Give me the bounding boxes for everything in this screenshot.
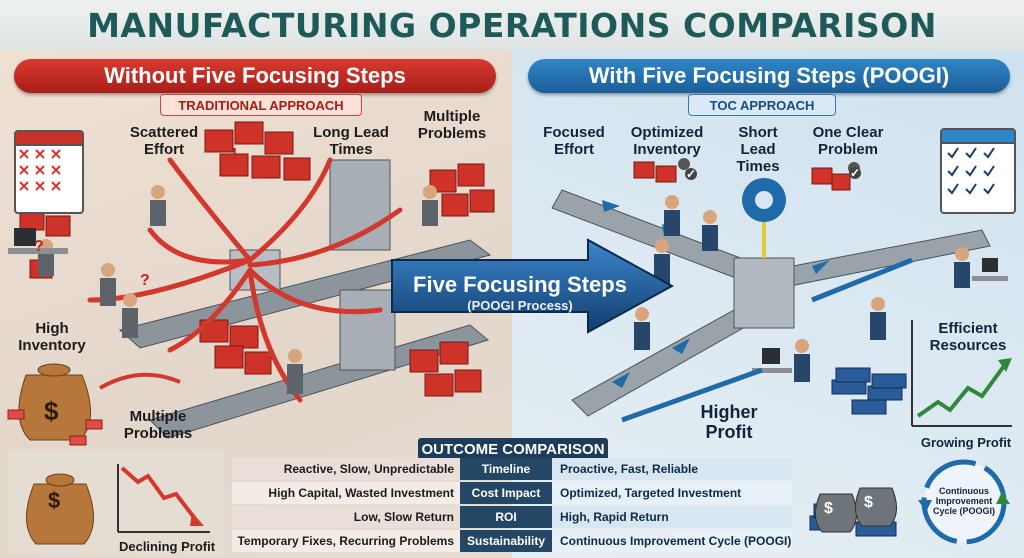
poogi-cycle-graphic [809, 459, 1010, 545]
table-row: Temporary Fixes, Recurring Problems Sust… [232, 530, 792, 552]
toc-banner-text: With Five Focusing Steps (POOGI) [588, 63, 950, 88]
higher-profit-label: Higher Profit [700, 402, 758, 442]
toc-factory-scene [551, 158, 1012, 427]
check-icon: ✓ [685, 167, 697, 181]
multiple-problems-top-label: Multiple Problems [417, 108, 487, 142]
page-title: MANUFACTURING OPERATIONS COMPARISON [87, 5, 937, 45]
outcome-comparison-table: Reactive, Slow, Unpredictable Timeline P… [232, 458, 792, 552]
dollar-icon: $ [48, 488, 61, 513]
traditional-approach-tag: TRADITIONAL APPROACH [160, 94, 362, 116]
completed-dates-grid [947, 147, 995, 195]
long-lead-times-label: Long Lead Times [313, 124, 389, 158]
traditional-approach-label: TRADITIONAL APPROACH [178, 97, 344, 113]
outcome-metric: Timeline [460, 458, 552, 480]
poogi-cycle-label: Continuous Improvement Cycle (POOGI) [932, 486, 995, 516]
toc-outcome: Optimized, Targeted Investment [552, 482, 792, 504]
traditional-factory-scene: $ [7, 121, 495, 446]
traditional-outcome: Reactive, Slow, Unpredictable [232, 458, 460, 480]
question-icon: ? [34, 238, 44, 255]
scattered-effort-label: Scattered Effort [129, 124, 199, 158]
question-icon: ? [140, 272, 150, 289]
toc-outcome: Continuous Improvement Cycle (POOGI) [552, 530, 792, 552]
toc-outcome: High, Rapid Return [552, 506, 792, 528]
outcome-metric: ROI [460, 506, 552, 528]
missed-dates-grid [19, 149, 61, 191]
declining-profit-graphic [25, 464, 210, 545]
table-row: High Capital, Wasted Investment Cost Imp… [232, 482, 792, 504]
growing-profit-label: Growing Profit [920, 435, 1012, 450]
traditional-outcome: Low, Slow Return [232, 506, 460, 528]
outcome-comparison-header: OUTCOME COMPARISON [418, 438, 608, 460]
toc-calendar-icon [940, 128, 1016, 214]
dollar-icon: $ [824, 500, 833, 517]
toc-approach-label: TOC APPROACH [709, 97, 815, 113]
one-clear-problem-label: One Clear Problem [812, 124, 884, 158]
dollar-icon: $ [864, 494, 873, 511]
focused-effort-label: Focused Effort [543, 124, 605, 158]
svg-text:$: $ [44, 396, 59, 426]
short-lead-times-label: Short Lead Times [736, 124, 780, 175]
arrow-subtitle: (POOGI Process) [467, 298, 573, 313]
title-bar: MANUFACTURING OPERATIONS COMPARISON [0, 0, 1024, 50]
high-inventory-label: High Inventory [18, 320, 86, 354]
traditional-banner-text: Without Five Focusing Steps [104, 63, 406, 88]
toc-approach-tag: TOC APPROACH [688, 94, 836, 116]
toc-outcome: Proactive, Fast, Reliable [552, 458, 792, 480]
optimized-inventory-label: Optimized Inventory [630, 124, 704, 158]
table-row: Reactive, Slow, Unpredictable Timeline P… [232, 458, 792, 480]
warning-icon: ! [232, 146, 238, 163]
toc-banner: With Five Focusing Steps (POOGI) [528, 59, 1010, 93]
declining-profit-label: Declining Profit [118, 539, 216, 554]
check-icon: ✓ [849, 166, 861, 180]
table-row: Low, Slow Return ROI High, Rapid Return [232, 506, 792, 528]
five-focusing-steps-arrow [391, 238, 675, 334]
traditional-banner: Without Five Focusing Steps [14, 59, 496, 93]
efficient-resources-label: Efficient Resources [929, 320, 1007, 354]
arrow-title: Five Focusing Steps [413, 272, 627, 297]
outcome-metric: Sustainability [460, 530, 552, 552]
outcome-metric: Cost Impact [460, 482, 552, 504]
traditional-outcome: High Capital, Wasted Investment [232, 482, 460, 504]
traditional-outcome: Temporary Fixes, Recurring Problems [232, 530, 460, 552]
multiple-problems-bottom-label: Multiple Problems [123, 408, 193, 442]
